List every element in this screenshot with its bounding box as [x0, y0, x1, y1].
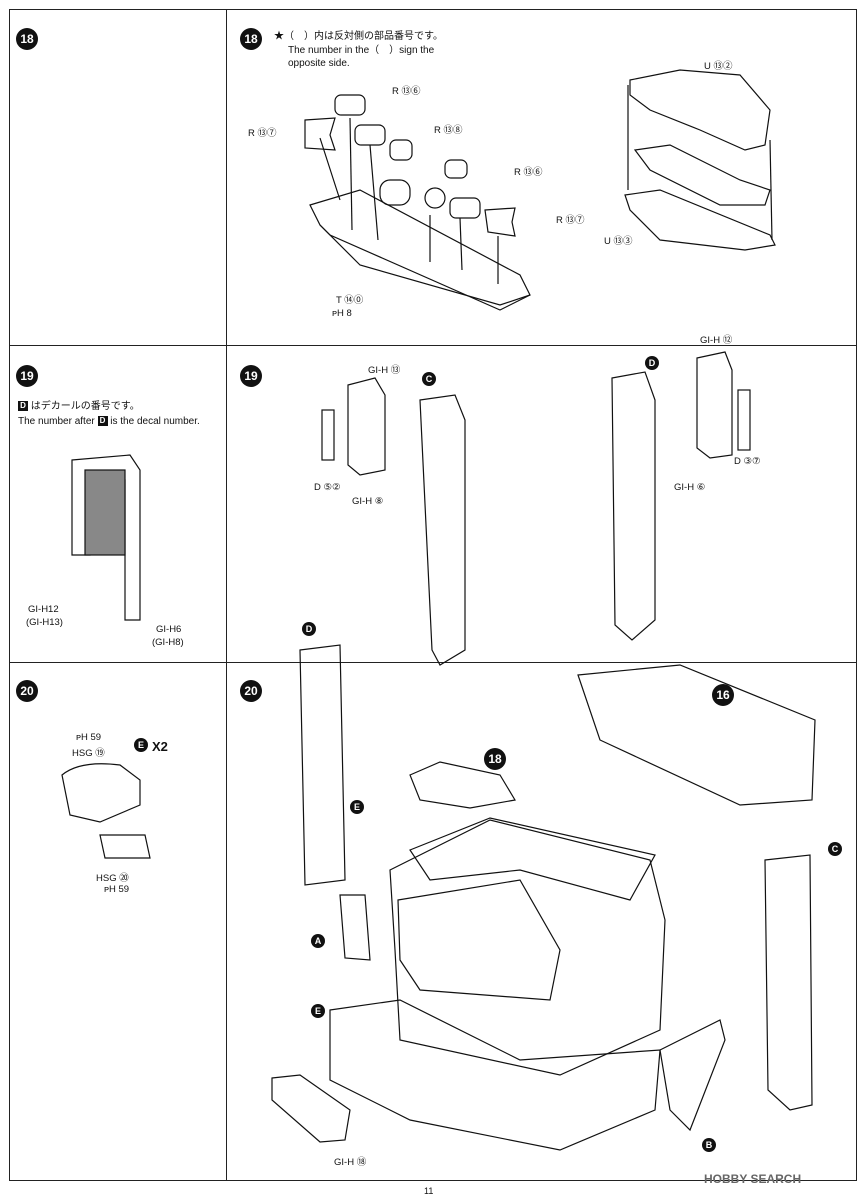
- decal-note-jp: D はデカールの番号です。: [18, 400, 140, 413]
- step-18-right: 18: [240, 28, 262, 50]
- detail-label-gih12: GI-H12: [28, 604, 59, 615]
- watermark: HOBBY SEARCH: [704, 1172, 802, 1186]
- label-hsg20: HSG ⑳: [96, 873, 129, 884]
- marker-e3: E: [311, 1004, 325, 1018]
- right-divider-1: [226, 345, 857, 346]
- label-r138: R ⑬⑧: [434, 125, 463, 136]
- part-r136-a: [334, 94, 366, 116]
- label-d52: D ⑤②: [314, 482, 341, 493]
- part-r137-a: [304, 117, 336, 151]
- part-r138: [379, 179, 411, 206]
- decal-note-en: The number after D is the decal number.: [18, 415, 200, 428]
- cab-roof: [409, 817, 656, 901]
- mirror-hsg19: [61, 763, 141, 823]
- pillar-gih13: [347, 377, 386, 476]
- side-pillar-right: [764, 854, 813, 1111]
- right-divider-2: [226, 662, 857, 663]
- detail-label-gih6: GI-H6: [156, 624, 182, 635]
- part-r136-b2: [449, 197, 481, 219]
- part-r137-b: [484, 207, 516, 237]
- decal-37-strip: [737, 389, 751, 451]
- label-r136-b: R ⑬⑥: [514, 167, 543, 178]
- decal-note-en-1: The number after: [18, 416, 95, 427]
- base-plate: [309, 189, 531, 306]
- label-gih8: GI-H ⑧: [352, 496, 384, 507]
- label-u133: U ⑬③: [604, 236, 633, 247]
- decal-note-jp-text: はデカールの番号です。: [30, 401, 140, 412]
- roof-spoiler-16: [577, 664, 816, 806]
- detail-fill: [84, 469, 126, 556]
- label-ph8: ᴘH 8: [332, 308, 352, 319]
- left-divider-1: [9, 345, 226, 346]
- side-pillar-left: [299, 644, 346, 886]
- mirror-hsg20: [99, 834, 151, 859]
- page-frame: [9, 9, 857, 1181]
- pillar-gih12: [696, 351, 733, 459]
- marker-e1: E: [134, 738, 148, 752]
- cab-windshield: [397, 879, 561, 1001]
- star-note-en-2: opposite side.: [288, 58, 350, 69]
- step-20-right: 20: [240, 680, 262, 702]
- pillar-d: [611, 371, 656, 641]
- step-18-left: 18: [16, 28, 38, 50]
- label-gih12: GI-H ⑫: [700, 335, 733, 346]
- bumper-lower: [329, 999, 661, 1151]
- mirror-a: [339, 894, 371, 961]
- detail-label-gih13: (GI-H13): [26, 617, 63, 628]
- decal-52-strip: [321, 409, 335, 461]
- marker-d1: D: [645, 356, 659, 370]
- label-t140: T ⑭⓪: [336, 295, 364, 306]
- label-x2: X2: [152, 739, 168, 754]
- label-ph59-b: ᴘH 59: [104, 884, 130, 895]
- decal-d-icon-2: D: [97, 416, 108, 427]
- label-r137-a: R ⑬⑦: [248, 128, 277, 139]
- marker-a: A: [311, 934, 325, 948]
- part-gih18: [271, 1074, 351, 1143]
- marker-b: B: [702, 1138, 716, 1152]
- label-gih13: GI-H ⑬: [368, 365, 401, 376]
- roof-lamp-bottom: [624, 189, 776, 251]
- label-u132: U ⑬②: [704, 61, 733, 72]
- label-gih6: GI-H ⑥: [674, 482, 706, 493]
- marker-e2: E: [350, 800, 364, 814]
- label-gih18: GI-H ⑱: [334, 1157, 367, 1168]
- star-note-en-1: The number in the（ ）sign the: [288, 45, 435, 56]
- part-ref-18: 18: [484, 748, 506, 770]
- label-ph59-a: ᴘH 59: [76, 732, 102, 743]
- decal-note-en-2: is the decal number.: [110, 416, 200, 427]
- part-r136-a2: [354, 124, 386, 146]
- detail-label-gih8: (GI-H8): [152, 637, 184, 648]
- left-divider-2: [9, 662, 226, 663]
- roof-lamp-mid: [633, 144, 771, 206]
- step-20-left: 20: [16, 680, 38, 702]
- part-block: [389, 139, 413, 161]
- mirror-b: [659, 1019, 726, 1132]
- column-divider: [226, 9, 227, 1181]
- step-19-left: 19: [16, 365, 38, 387]
- cab-body: [389, 819, 666, 1076]
- lamp-18: [409, 761, 516, 809]
- part-ref-16: 16: [712, 684, 734, 706]
- part-ring: [424, 187, 446, 209]
- label-r136-a: R ⑬⑥: [392, 86, 421, 97]
- star-note-jp: ★（ ）内は反対側の部品番号です。: [274, 31, 443, 42]
- pillar-c: [419, 394, 466, 666]
- label-r137-b: R ⑬⑦: [556, 215, 585, 226]
- roof-lamp-top: [629, 69, 771, 151]
- label-hsg19: HSG ⑲: [72, 748, 105, 759]
- part-r136-b: [444, 159, 468, 179]
- decal-d-icon: D: [18, 401, 28, 412]
- page-number: 11: [424, 1186, 434, 1196]
- marker-c1: C: [422, 372, 436, 386]
- step-19-right: 19: [240, 365, 262, 387]
- marker-c2: C: [828, 842, 842, 856]
- label-d37: D ③⑦: [734, 456, 761, 467]
- marker-d2: D: [302, 622, 316, 636]
